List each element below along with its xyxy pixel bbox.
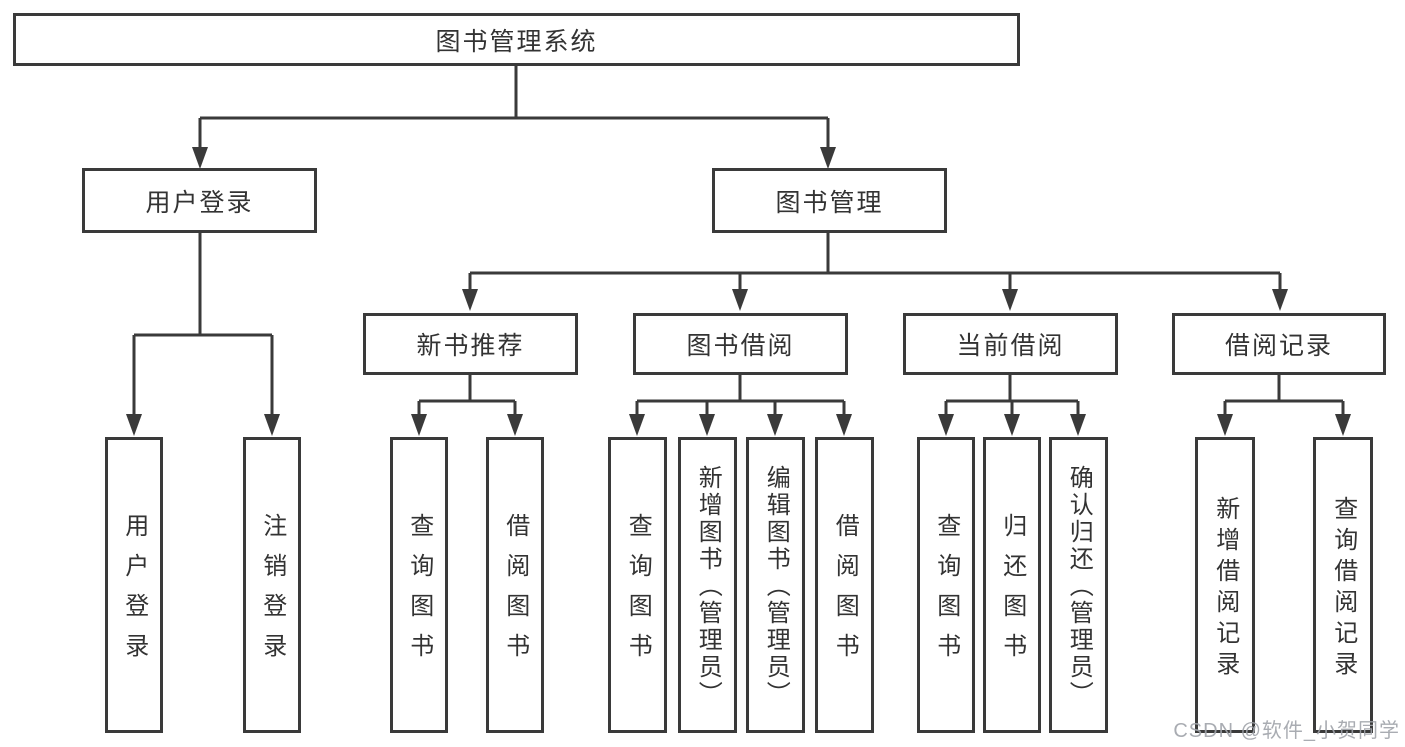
node-leaf-br-add-record-label: 新增借阅记录 xyxy=(1211,495,1239,682)
node-borrow-record-label: 借阅记录 xyxy=(1224,332,1333,360)
wire-root-to-level2 xyxy=(198,66,830,150)
node-leaf-bb-query-books-label: 查询图书 xyxy=(624,513,652,673)
arrowhead-icon xyxy=(462,289,478,311)
wire-current-borrow-to-leaves xyxy=(944,375,1080,417)
arrowhead-icon xyxy=(1217,414,1233,436)
wire-borrow-record-to-leaves xyxy=(1223,375,1345,417)
node-leaf-user-login-label: 用户登录 xyxy=(120,513,148,673)
node-leaf-br-query-record-label: 查询借阅记录 xyxy=(1329,495,1357,682)
arrowheads-level2 xyxy=(192,147,836,169)
node-book-borrow: 图书借阅 xyxy=(633,313,848,375)
node-leaf-nbr-borrow-books: 借阅图书 xyxy=(486,437,544,733)
arrowhead-icon xyxy=(1272,289,1288,311)
node-leaf-cb-confirm-return-admin-label: 确认归还（管理员） xyxy=(1065,465,1093,708)
node-new-book-recommend-label: 新书推荐 xyxy=(416,332,525,360)
node-leaf-bb-query-books: 查询图书 xyxy=(608,437,667,733)
node-user-login-label: 用户登录 xyxy=(145,188,254,217)
node-leaf-cb-return-books: 归还图书 xyxy=(983,437,1041,733)
arrowhead-icon xyxy=(938,414,954,436)
node-leaf-nbr-query-books: 查询图书 xyxy=(390,437,448,733)
arrowhead-icon xyxy=(629,414,645,436)
node-borrow-record: 借阅记录 xyxy=(1172,313,1386,375)
node-leaf-bb-edit-books-admin: 编辑图书（管理员） xyxy=(746,437,805,733)
arrowheads-user-login xyxy=(126,414,280,436)
node-root: 图书管理系统 xyxy=(13,13,1020,66)
arrowheads-current-borrow xyxy=(938,414,1086,436)
node-leaf-logout: 注销登录 xyxy=(243,437,301,733)
wire-user-login-to-leaves xyxy=(132,233,274,417)
watermark-text: CSDN @软件_小贺同学 xyxy=(1173,720,1400,742)
node-new-book-recommend: 新书推荐 xyxy=(363,313,578,375)
node-leaf-br-add-record: 新增借阅记录 xyxy=(1195,437,1255,733)
node-current-borrow-label: 当前借阅 xyxy=(956,332,1065,360)
arrowhead-icon xyxy=(192,147,208,169)
node-root-label: 图书管理系统 xyxy=(435,27,598,56)
arrowheads-level3 xyxy=(462,289,1288,311)
node-leaf-bb-edit-books-admin-label: 编辑图书（管理员） xyxy=(762,465,790,708)
arrowhead-icon xyxy=(820,147,836,169)
node-leaf-cb-return-books-label: 归还图书 xyxy=(998,513,1026,673)
node-leaf-nbr-borrow-books-label: 借阅图书 xyxy=(501,513,529,673)
node-book-borrow-label: 图书借阅 xyxy=(686,332,795,360)
arrowhead-icon xyxy=(1004,414,1020,436)
arrowhead-icon xyxy=(699,414,715,436)
wire-book-management-to-level3 xyxy=(468,233,1282,292)
arrowhead-icon xyxy=(1070,414,1086,436)
arrowhead-icon xyxy=(264,414,280,436)
node-leaf-br-query-record: 查询借阅记录 xyxy=(1313,437,1373,733)
arrowhead-icon xyxy=(767,414,783,436)
node-leaf-user-login: 用户登录 xyxy=(105,437,163,733)
arrowhead-icon xyxy=(1002,289,1018,311)
arrowhead-icon xyxy=(126,414,142,436)
arrowhead-icon xyxy=(1335,414,1351,436)
arrowheads-borrow-record xyxy=(1217,414,1351,436)
arrowhead-icon xyxy=(411,414,427,436)
node-leaf-nbr-query-books-label: 查询图书 xyxy=(405,513,433,673)
arrowheads-new-book-recommend xyxy=(411,414,523,436)
node-leaf-bb-borrow-books: 借阅图书 xyxy=(815,437,874,733)
node-leaf-logout-label: 注销登录 xyxy=(258,513,286,673)
arrowheads-book-borrow xyxy=(629,414,852,436)
node-leaf-cb-query-books: 查询图书 xyxy=(917,437,975,733)
node-leaf-cb-confirm-return-admin: 确认归还（管理员） xyxy=(1049,437,1108,733)
node-leaf-bb-add-books-admin-label: 新增图书（管理员） xyxy=(694,465,722,708)
arrowhead-icon xyxy=(732,289,748,311)
node-user-login: 用户登录 xyxy=(82,168,317,233)
arrowhead-icon xyxy=(836,414,852,436)
arrowhead-icon xyxy=(507,414,523,436)
wire-book-borrow-to-leaves xyxy=(635,375,846,417)
node-book-management-label: 图书管理 xyxy=(775,188,884,217)
node-leaf-bb-add-books-admin: 新增图书（管理员） xyxy=(678,437,737,733)
node-leaf-cb-query-books-label: 查询图书 xyxy=(932,513,960,673)
node-leaf-bb-borrow-books-label: 借阅图书 xyxy=(831,513,859,673)
node-book-management: 图书管理 xyxy=(712,168,947,233)
wire-new-book-recommend-to-leaves xyxy=(417,375,517,417)
node-current-borrow: 当前借阅 xyxy=(903,313,1118,375)
